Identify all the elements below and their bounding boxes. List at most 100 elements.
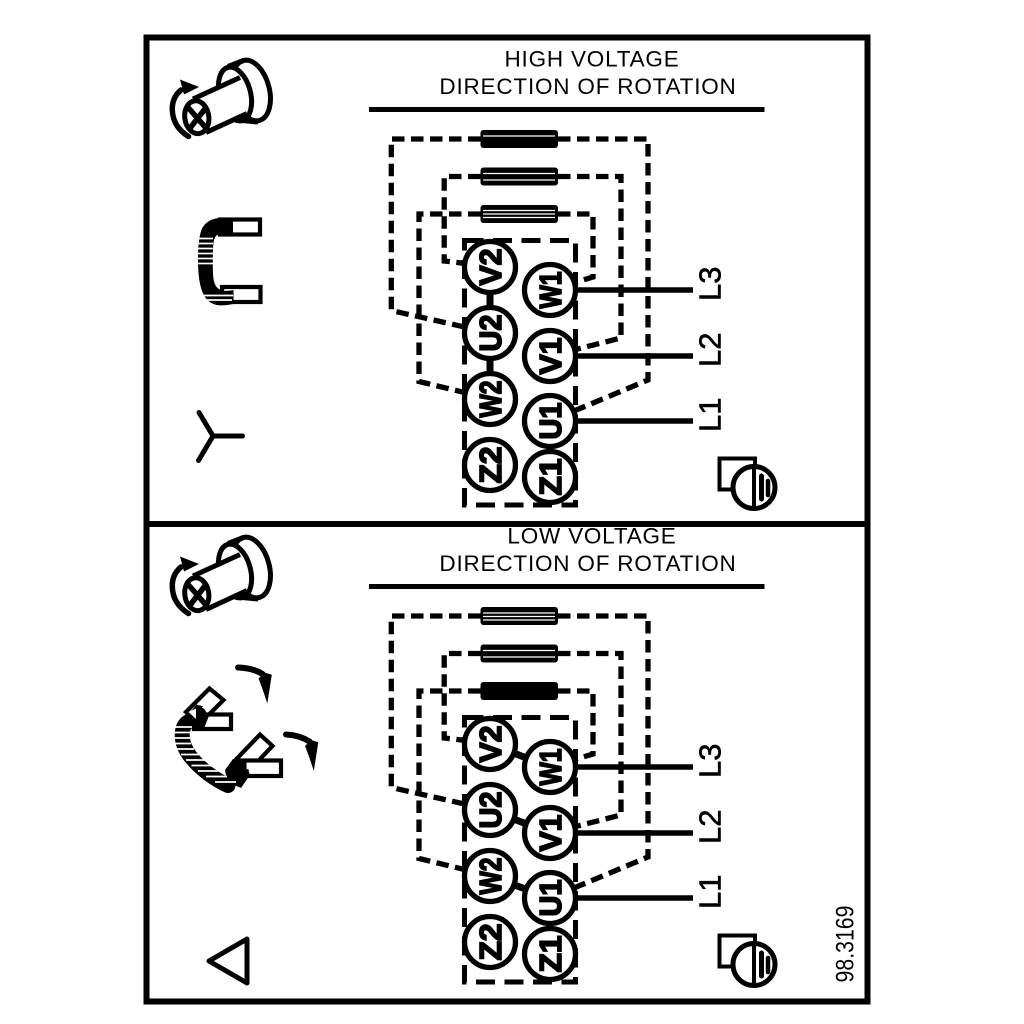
panel-title-line2: DIRECTION OF ROTATION xyxy=(439,74,736,99)
wire-coil1-left xyxy=(388,136,481,330)
jumper-bracket-rotated-path-shape-3 xyxy=(174,707,236,793)
terminal-label-z1: Z1 xyxy=(533,459,568,496)
rotate-arrow-top-path-shape-2 xyxy=(258,672,272,704)
terminal-label-v1: V1 xyxy=(533,815,568,852)
earth-terminal-icon xyxy=(717,933,778,988)
earth-terminal-icon xyxy=(717,456,778,511)
screw-rotation-icon xyxy=(169,57,273,140)
terminal-label-w2: W2 xyxy=(473,381,508,418)
screw-rotation-path-shape-4 xyxy=(169,564,192,617)
winding-wires xyxy=(388,613,651,891)
coil-bar-3 xyxy=(480,682,558,700)
supply-label-l2: L2 xyxy=(693,333,728,368)
supply-label-l2: L2 xyxy=(693,810,728,845)
supply-label-l3: L3 xyxy=(693,267,728,302)
terminal-label-z1: Z1 xyxy=(533,936,568,973)
terminal-v1 xyxy=(521,804,579,862)
panel-title-line1: LOW VOLTAGE xyxy=(507,524,676,549)
terminals: V2 U2 W2 Z2 W1 V1 U1 Z1 xyxy=(461,715,579,983)
jumper-bracket-rotated-path-shape-5 xyxy=(225,759,250,788)
wire-coil2-left xyxy=(441,173,481,267)
coil-bar-1 xyxy=(480,130,558,148)
terminal-u2 xyxy=(461,304,519,362)
coil-bar-2 xyxy=(480,167,558,186)
screw-rotation-line-shape-10 xyxy=(204,588,249,612)
rotate-arrow-right xyxy=(283,731,319,771)
screw-rotation-line-shape-9 xyxy=(191,552,242,579)
panel-title-line1: HIGH VOLTAGE xyxy=(504,47,679,72)
panel-low-voltage-content: LOW VOLTAGE DIRECTION OF ROTATION xyxy=(169,524,778,988)
terminal-z2 xyxy=(461,436,519,494)
jumper-bracket-rotated-path-shape-7 xyxy=(246,762,253,770)
terminal-v2 xyxy=(461,238,519,296)
winding-coils xyxy=(480,607,558,700)
terminal-z1 xyxy=(521,925,579,983)
wire-coil2-left xyxy=(441,650,481,744)
terminal-z2 xyxy=(461,913,519,971)
screw-rotation-icon xyxy=(169,534,273,617)
rotate-arrow-right-path-shape-1 xyxy=(283,731,313,745)
terminal-label-w1: W1 xyxy=(533,272,568,309)
terminal-label-u2: U2 xyxy=(473,792,508,829)
panel-low-voltage: LOW VOLTAGE DIRECTION OF ROTATION xyxy=(169,524,860,988)
jumper-bracket-icon xyxy=(197,217,263,306)
terminal-label-w2: W2 xyxy=(473,858,508,895)
wire-coil2-right xyxy=(558,650,624,830)
terminal-w2 xyxy=(461,370,519,428)
outer-frame xyxy=(143,34,871,1005)
jumper-bracket-rotated-icon xyxy=(173,664,319,793)
terminal-z1 xyxy=(521,448,579,506)
winding-coils xyxy=(480,130,558,223)
wire-coil1-left xyxy=(388,613,481,807)
star-symbol-line-shape-1 xyxy=(196,410,216,439)
screw-rotation-path-shape-5 xyxy=(180,556,199,572)
terminal-u1 xyxy=(521,392,579,450)
rotate-arrow-top xyxy=(235,664,272,704)
drawing-number: 98.3169 xyxy=(832,906,860,983)
jumper-bracket-path-shape-1 xyxy=(197,217,234,306)
supply-label-l1: L1 xyxy=(693,398,728,433)
panel-high-voltage: HIGH VOLTAGE DIRECTION OF ROTATION xyxy=(169,47,778,511)
supply-label-l3: L3 xyxy=(693,744,728,779)
screw-rotation-line-shape-6 xyxy=(187,106,208,131)
supply-label-l1: L1 xyxy=(693,875,728,910)
terminal-u1 xyxy=(521,869,579,927)
terminal-label-v2: V2 xyxy=(473,726,508,763)
bracket-hatching xyxy=(173,726,236,783)
terminal-label-u1: U1 xyxy=(533,403,568,440)
terminal-w2 xyxy=(461,847,519,905)
terminal-label-u2: U2 xyxy=(473,315,508,352)
rotate-arrow-right-path-shape-2 xyxy=(305,740,319,771)
screw-rotation-line-shape-3 xyxy=(191,75,242,102)
wire-coil1-right xyxy=(558,613,651,891)
terminal-u2 xyxy=(461,781,519,839)
terminal-v2 xyxy=(461,715,519,773)
star-symbol-icon xyxy=(196,410,245,463)
panel-title-line2: DIRECTION OF ROTATION xyxy=(439,551,736,576)
wire-coil3-left xyxy=(416,688,481,873)
star-symbol-line-shape-3 xyxy=(196,433,216,463)
terminal-label-z2: Z2 xyxy=(473,447,508,484)
bracket-hatching xyxy=(198,237,233,301)
terminal-box xyxy=(462,238,578,508)
rotate-arrow-top-path-shape-1 xyxy=(235,664,266,677)
wire-coil3-left xyxy=(416,211,481,396)
delta-symbol-icon xyxy=(206,936,250,986)
terminal-w1 xyxy=(521,738,579,796)
terminal-label-w1: W1 xyxy=(533,749,568,786)
screw-rotation-line-shape-12 xyxy=(187,583,208,608)
wire-coil2-right xyxy=(558,173,624,353)
terminal-w1 xyxy=(521,261,579,319)
wire-coil3-right xyxy=(558,688,596,763)
terminal-box xyxy=(462,715,578,985)
terminals: V2 U2 W2 Z2 W1 V1 U1 Z1 xyxy=(461,238,579,506)
winding-wires xyxy=(388,136,651,414)
terminal-label-v1: V1 xyxy=(533,338,568,375)
screw-rotation-line-shape-4 xyxy=(204,111,249,135)
terminal-v1 xyxy=(521,327,579,385)
wire-coil3-right xyxy=(558,211,596,286)
jumper-bracket-rotated-path-shape-6 xyxy=(188,708,196,719)
terminal-label-u1: U1 xyxy=(533,880,568,917)
screw-rotation-path-shape-1 xyxy=(169,87,192,140)
